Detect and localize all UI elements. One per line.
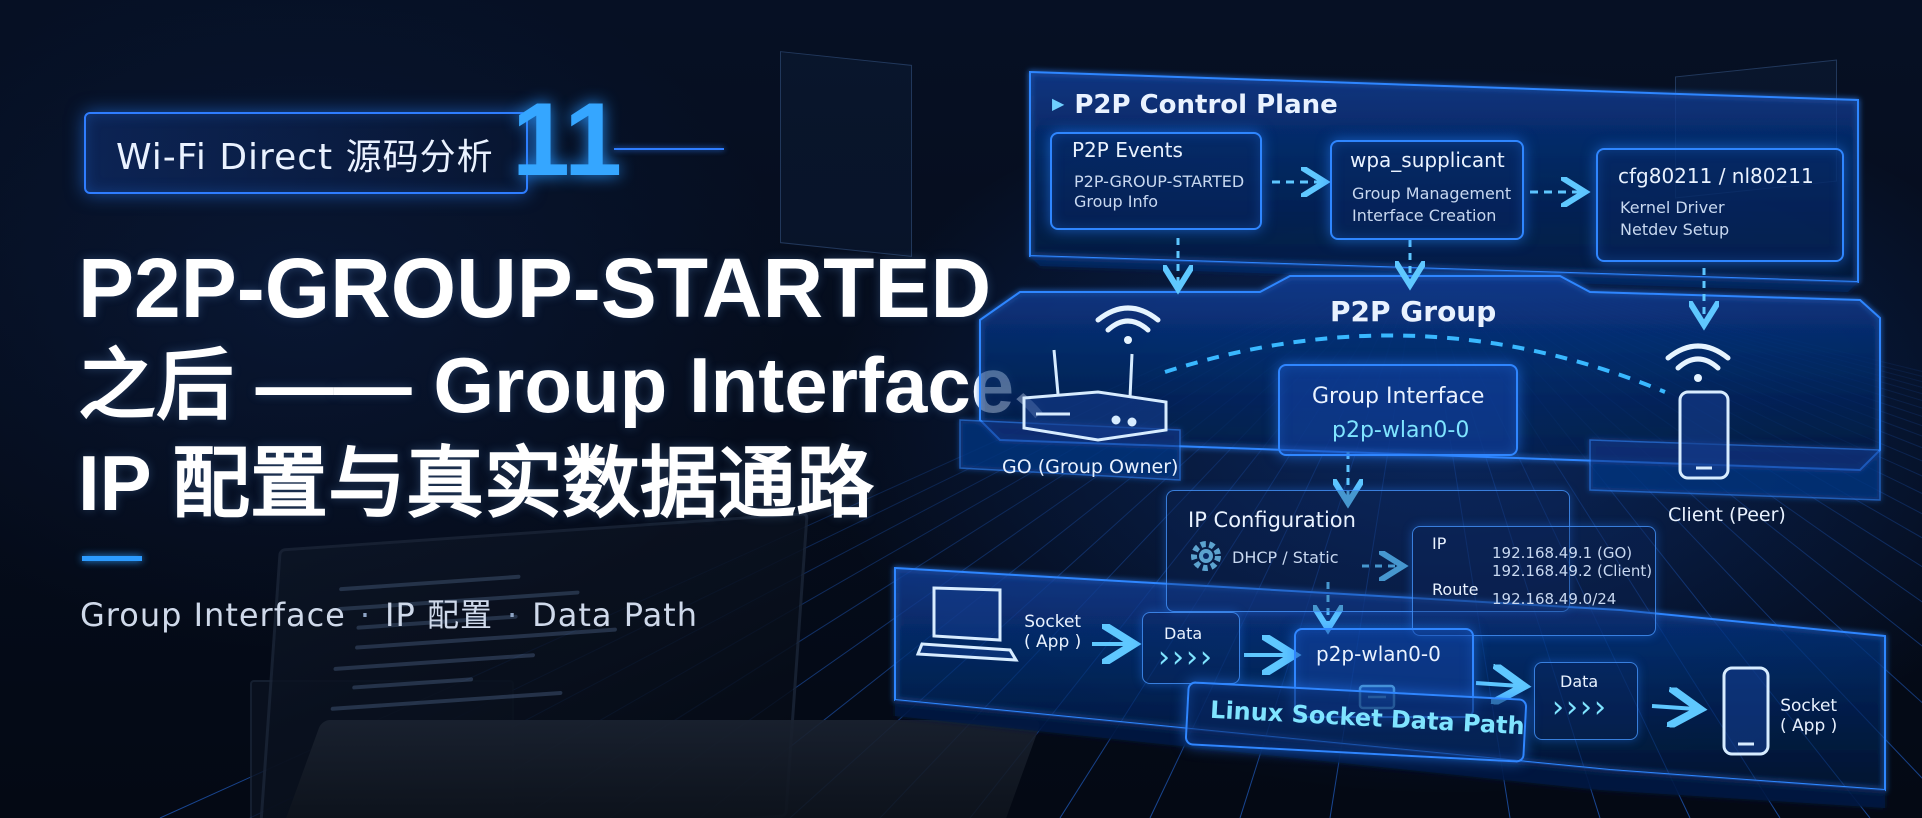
wpa-supplicant-box bbox=[1330, 140, 1524, 240]
triangle-marker-icon: ▶ bbox=[1052, 94, 1065, 113]
subtitle-item: Data Path bbox=[532, 596, 698, 634]
cfg80211-box bbox=[1596, 148, 1844, 262]
wifi-icon bbox=[1665, 343, 1731, 382]
cfg80211-title: cfg80211 / nl80211 bbox=[1618, 164, 1814, 188]
socket-label: Socket bbox=[1780, 696, 1838, 716]
control-plane-title: ▶ P2P Control Plane bbox=[1052, 90, 1338, 120]
group-interface-box bbox=[1278, 364, 1518, 456]
gear-icon bbox=[1191, 541, 1221, 571]
group-interface-title: Group Interface bbox=[1312, 384, 1485, 409]
subtitle-separator: · bbox=[506, 596, 519, 634]
wpa-supplicant-line: Group Management bbox=[1352, 184, 1512, 203]
subtitle-separator: · bbox=[359, 596, 372, 634]
data-box-left bbox=[1142, 612, 1240, 684]
data-label: Data bbox=[1164, 624, 1203, 643]
wpa-supplicant-line: Interface Creation bbox=[1352, 206, 1497, 225]
p2p-events-line: P2P-GROUP-STARTED bbox=[1074, 172, 1245, 191]
laptop-icon bbox=[915, 586, 1019, 662]
wireless-link-arc bbox=[1164, 333, 1666, 394]
cfg80211-line: Netdev Setup bbox=[1620, 220, 1730, 239]
netdev-name: p2p-wlan0-0 bbox=[1316, 642, 1441, 666]
ip-label: IP bbox=[1432, 534, 1447, 553]
go-label: GO (Group Owner) bbox=[1002, 456, 1179, 478]
ip-value: 192.168.49.1 (GO) bbox=[1492, 544, 1633, 562]
route-value: 192.168.49.0/24 bbox=[1492, 590, 1617, 608]
group-interface-name: p2p-wlan0-0 bbox=[1332, 418, 1470, 443]
tag-divider-line bbox=[614, 148, 724, 150]
ip-configuration-panel bbox=[1166, 490, 1570, 612]
ip-config-title: IP Configuration bbox=[1188, 508, 1356, 532]
accent-bar bbox=[82, 556, 142, 561]
p2p-events-title: P2P Events bbox=[1072, 138, 1183, 162]
title-line-1: P2P-GROUP-STARTED bbox=[78, 241, 992, 335]
route-label: Route bbox=[1432, 580, 1479, 599]
phone-icon bbox=[1678, 390, 1730, 480]
client-label: Client (Peer) bbox=[1668, 504, 1786, 526]
socket-app-right: Socket ( App ) bbox=[1780, 696, 1837, 736]
arrow-netdev-to-data bbox=[1475, 683, 1520, 686]
data-chevrons: ›››› bbox=[1158, 640, 1214, 675]
data-chevrons: ›››› bbox=[1552, 690, 1608, 725]
subtitle-item: Group Interface bbox=[80, 596, 346, 634]
wpa-supplicant-title: wpa_supplicant bbox=[1350, 148, 1505, 172]
ip-details-box bbox=[1412, 526, 1656, 636]
data-box-right bbox=[1534, 662, 1638, 740]
p2p-events-box bbox=[1050, 132, 1262, 230]
title-line-2: 之后 —— Group Interface、 bbox=[78, 341, 1093, 429]
socket-app-label: ( App ) bbox=[1024, 632, 1082, 652]
title-line-3: IP 配置与真实数据通路 bbox=[78, 439, 874, 527]
series-tag-box bbox=[84, 112, 528, 194]
phone-icon bbox=[1722, 666, 1770, 756]
socket-label: Socket bbox=[1024, 612, 1082, 632]
subtitle: Group Interface · IP 配置 · Data Path bbox=[80, 590, 698, 636]
p2p-events-line: Group Info bbox=[1074, 192, 1159, 211]
router-icon bbox=[1022, 349, 1168, 442]
ip-value: 192.168.49.2 (Client) bbox=[1492, 562, 1653, 580]
p2p-group-title: P2P Group bbox=[1330, 295, 1497, 328]
wifi-icon bbox=[1095, 305, 1161, 344]
subtitle-item: IP 配置 bbox=[385, 596, 493, 634]
series-number: 11 bbox=[512, 82, 622, 198]
arrow-data-to-socket bbox=[1651, 706, 1696, 709]
series-tag-text: Wi-Fi Direct 源码分析 bbox=[116, 137, 494, 178]
ip-config-method: DHCP / Static bbox=[1232, 548, 1339, 567]
cfg80211-line: Kernel Driver bbox=[1620, 198, 1725, 217]
socket-app-left: Socket ( App ) bbox=[1024, 612, 1081, 652]
socket-app-label: ( App ) bbox=[1780, 716, 1838, 736]
control-plane-title-text: P2P Control Plane bbox=[1074, 90, 1338, 120]
data-label: Data bbox=[1560, 672, 1599, 691]
